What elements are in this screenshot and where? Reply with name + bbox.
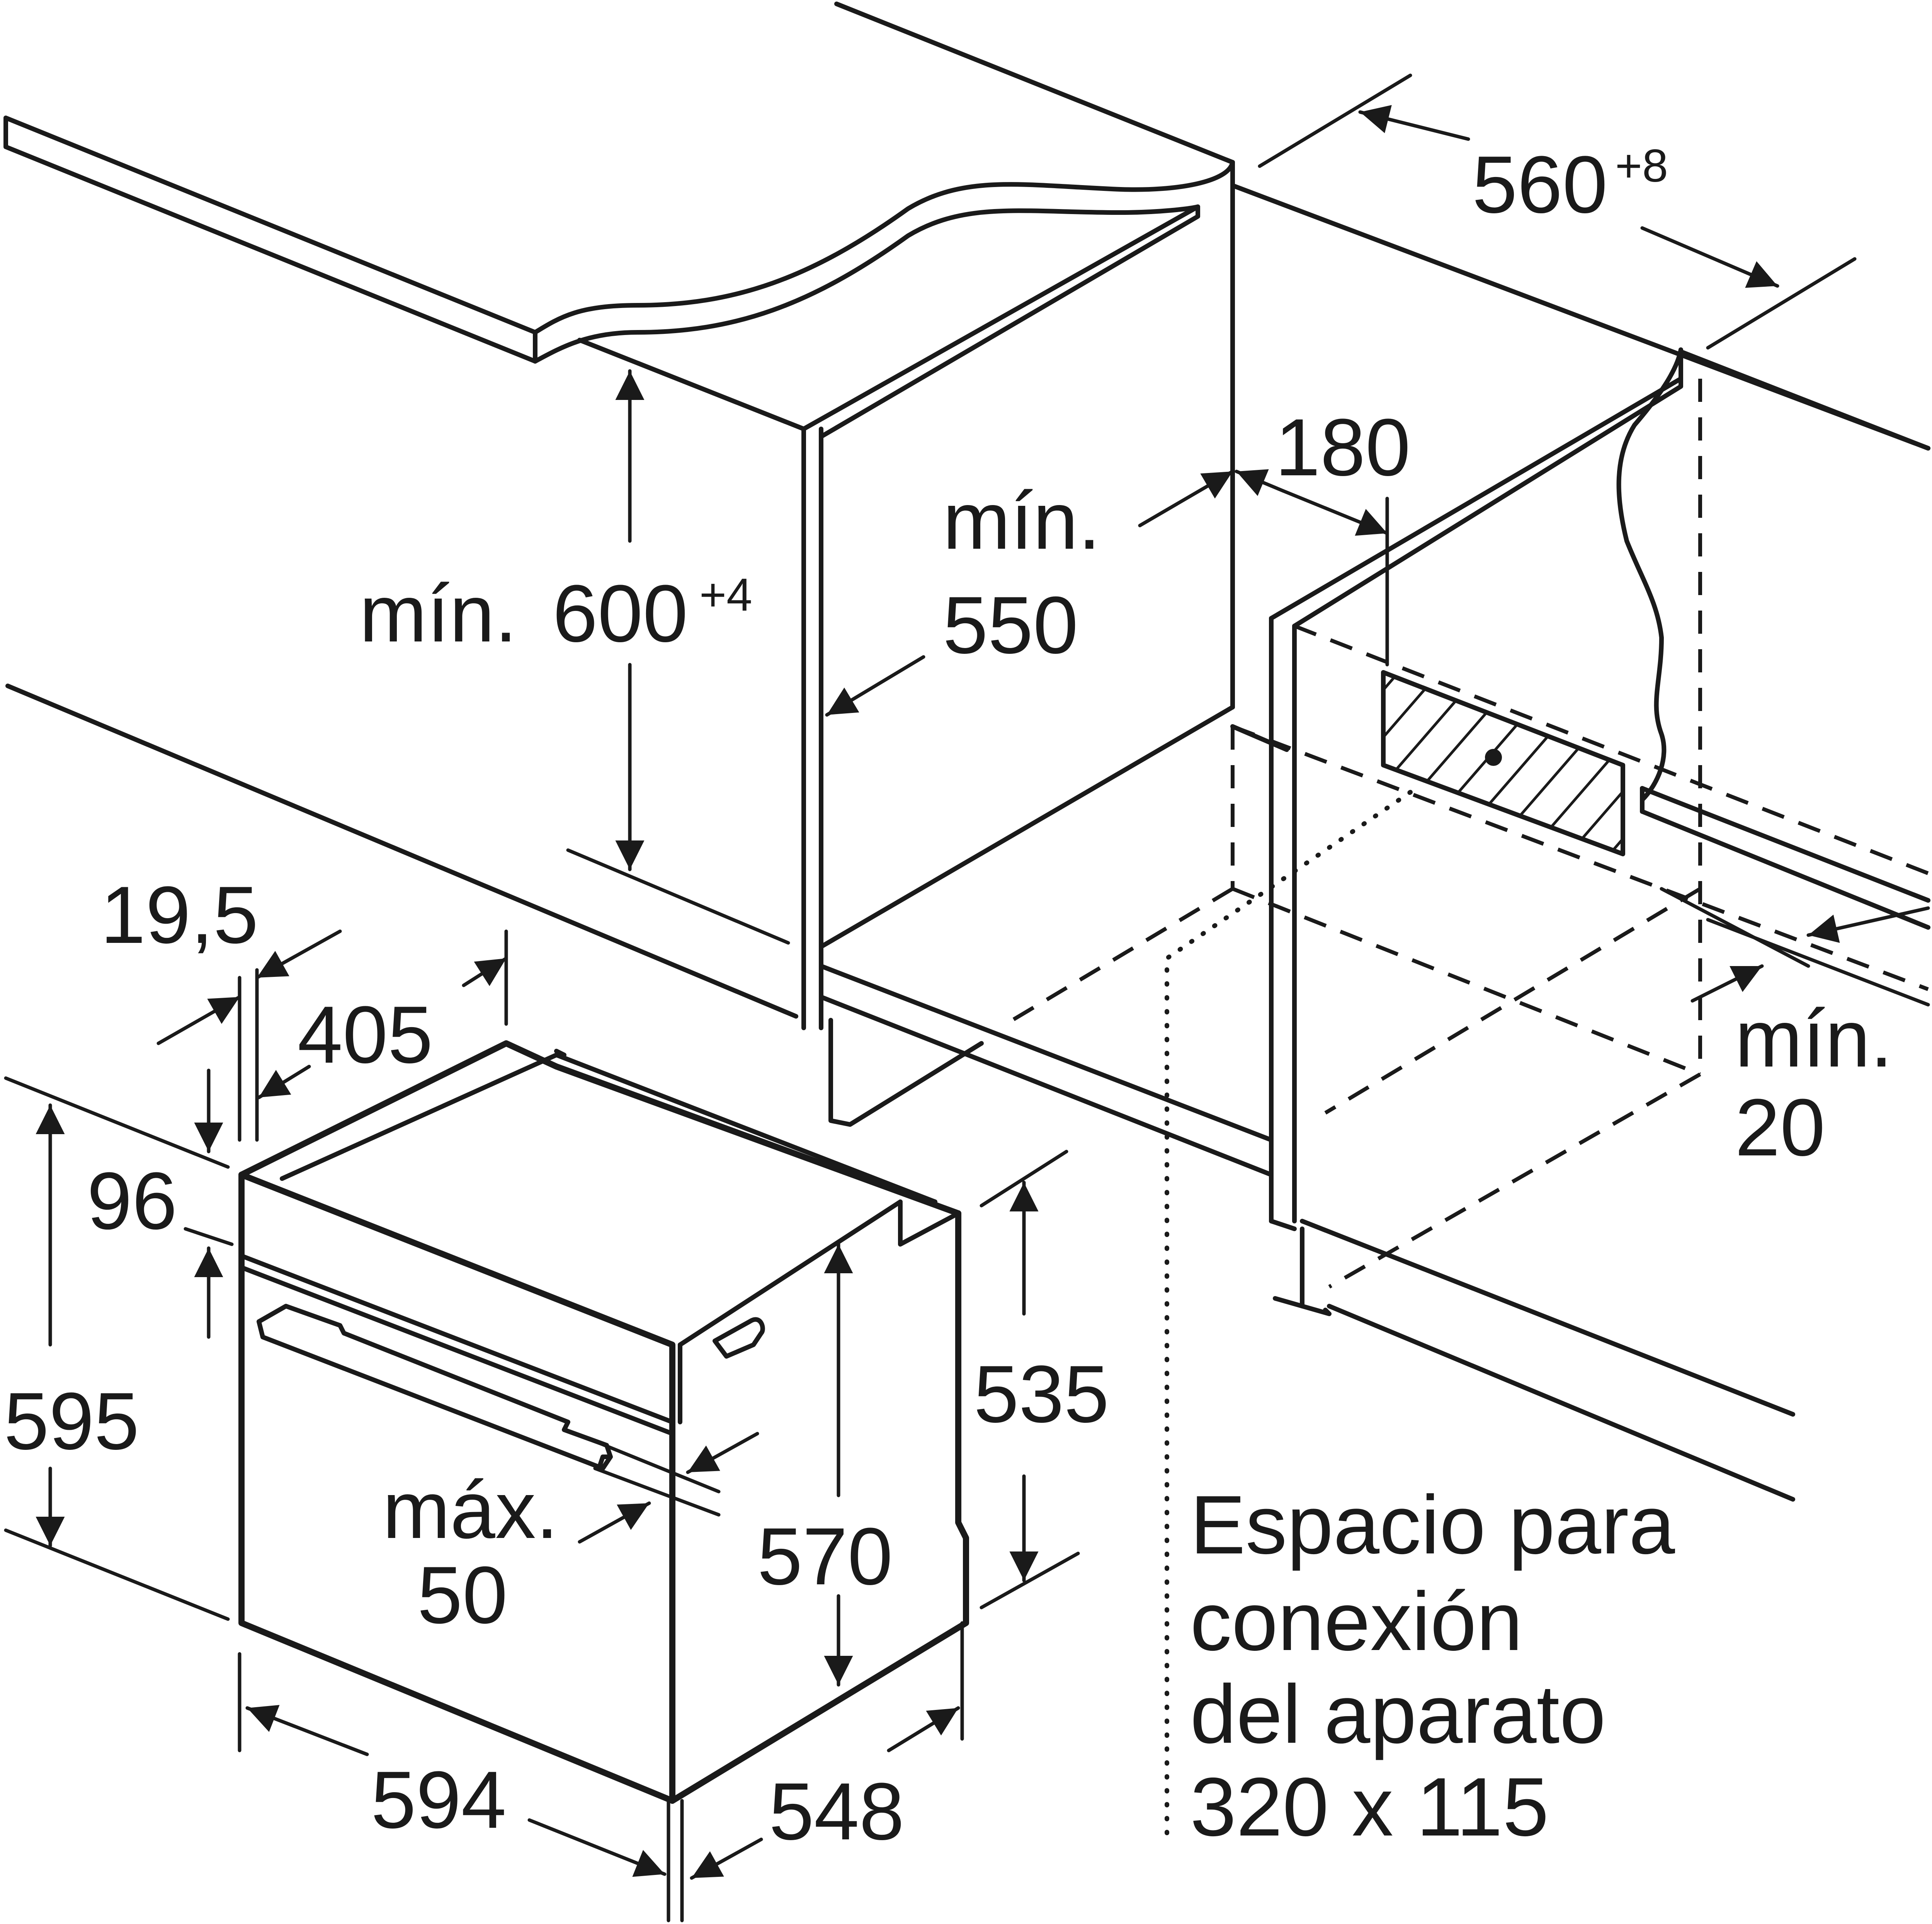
label-600-prefix: mín. (359, 568, 517, 659)
label-min20-line2: 20 (1735, 1082, 1825, 1173)
label-180: 180 (1275, 402, 1410, 493)
connection-note-line3: del aparato (1190, 1667, 1606, 1761)
dimension-lines (4, 73, 1930, 1922)
label-560-value: 560 (1472, 139, 1607, 230)
label-max50-line1: máx. (383, 1465, 558, 1555)
connection-note-line2: conexión (1190, 1575, 1523, 1668)
label-405: 405 (298, 989, 433, 1080)
label-560-tolerance: +8 (1615, 140, 1668, 192)
label-570: 570 (757, 1511, 893, 1602)
connection-box (1381, 670, 1625, 856)
connection-note-line4: 320 x 115 (1190, 1760, 1549, 1853)
label-594: 594 (371, 1754, 506, 1845)
label-max50-line2: 50 (417, 1550, 508, 1640)
oven (238, 1040, 969, 1804)
label-min20-line1: mín. (1735, 993, 1893, 1084)
connection-note: Espacio para conexión del aparato 320 x … (1190, 1478, 1675, 1853)
label-19-5: 19,5 (100, 869, 259, 960)
label-535: 535 (974, 1349, 1109, 1439)
dimension-labels: 560 +8 mín. 600 +4 mín. 550 180 mín. 20 … (4, 139, 1893, 1857)
kitchen-cabinet (3, 2, 1930, 1842)
label-600-value: 600 (553, 568, 688, 659)
label-548: 548 (769, 1766, 904, 1857)
label-600-tolerance: +4 (699, 569, 752, 621)
label-550-line2: 550 (943, 580, 1078, 670)
label-550-line1: mín. (943, 475, 1100, 566)
connection-note-line1: Espacio para (1190, 1478, 1675, 1571)
label-96: 96 (87, 1155, 177, 1246)
label-595: 595 (4, 1376, 139, 1466)
